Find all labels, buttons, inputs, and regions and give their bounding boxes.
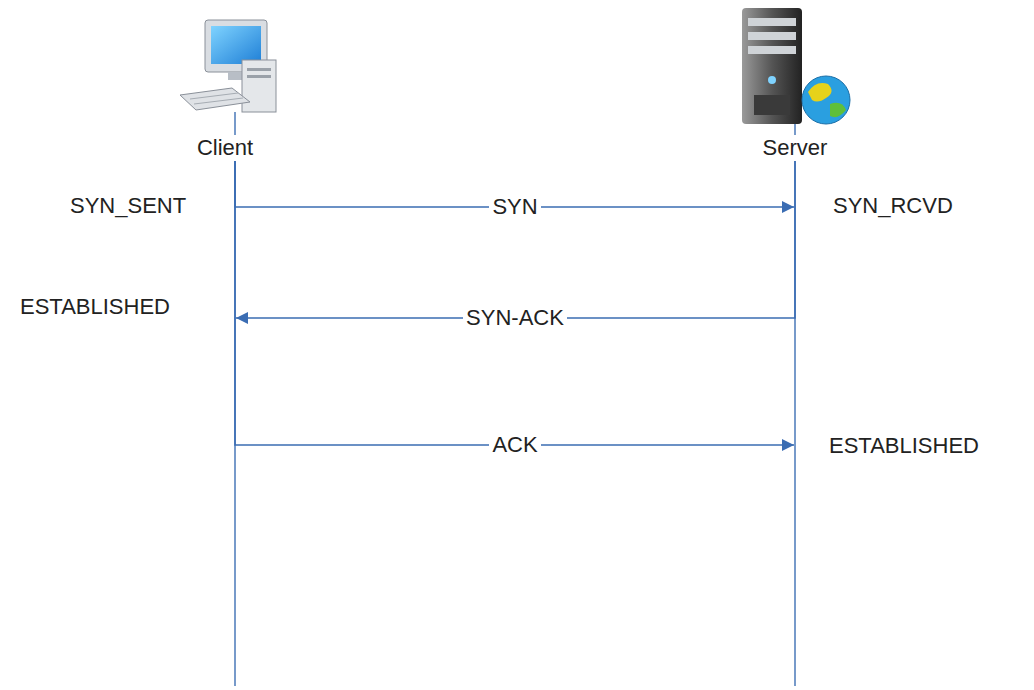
computer-icon — [180, 20, 276, 112]
message-label: SYN-ACK — [463, 305, 567, 331]
host-label: Client — [194, 135, 256, 161]
server-icon — [742, 8, 802, 124]
message-label: SYN — [489, 194, 540, 220]
host-node: Client — [194, 135, 256, 161]
host-node: Server — [760, 135, 831, 161]
message-arrow — [236, 161, 795, 318]
host-label: Server — [760, 135, 831, 161]
state-label: ESTABLISHED — [829, 433, 979, 459]
state-label: ESTABLISHED — [20, 294, 170, 320]
message-label: ACK — [489, 432, 540, 458]
globe-icon — [802, 76, 850, 124]
state-label: SYN_RCVD — [833, 193, 953, 219]
state-label: SYN_SENT — [70, 193, 186, 219]
message-arrow — [235, 161, 794, 445]
